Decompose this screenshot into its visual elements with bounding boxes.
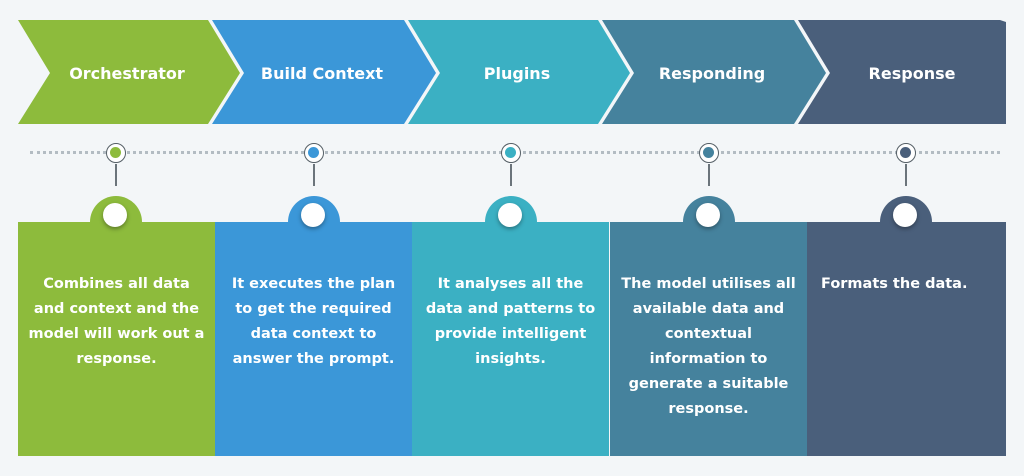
circle-knob-icon (103, 203, 127, 227)
card-tab-plugins (485, 196, 537, 227)
step-title-response: Response (868, 64, 956, 83)
step-card-responding: The model utilises all available data an… (610, 222, 807, 456)
timeline-marker-responding (699, 143, 719, 163)
process-arrows (18, 20, 1006, 124)
card-tab-orchestrator (90, 196, 142, 227)
arrow-responding (602, 20, 826, 124)
arrow-plugins (408, 20, 630, 124)
circle-knob-icon (696, 203, 720, 227)
arrow-orchestrator (18, 20, 240, 124)
step-description: Combines all data and context and the mo… (28, 276, 205, 367)
timeline-marker-build-context (304, 143, 324, 163)
arrow-response (798, 20, 1006, 124)
circle-knob-icon (301, 203, 325, 227)
step-description: The model utilises all available data an… (621, 276, 796, 417)
timeline-connector (708, 164, 710, 186)
step-title-orchestrator: Orchestrator (69, 64, 185, 83)
step-card-build-context: It executes the plan to get the required… (215, 222, 412, 456)
arrow-build-context (212, 20, 436, 124)
step-title-responding: Responding (658, 64, 766, 83)
timeline-marker-response (896, 143, 916, 163)
step-card-orchestrator: Combines all data and context and the mo… (18, 222, 215, 456)
circle-knob-icon (893, 203, 917, 227)
timeline-marker-plugins (501, 143, 521, 163)
timeline-connector (313, 164, 315, 186)
timeline-connector (115, 164, 117, 186)
step-description: It executes the plan to get the required… (231, 276, 396, 367)
card-tab-build-context (288, 196, 340, 227)
step-title-plugins: Plugins (483, 64, 551, 83)
timeline-connector (510, 164, 512, 186)
card-tab-responding (683, 196, 735, 227)
circle-knob-icon (498, 203, 522, 227)
timeline-connector (905, 164, 907, 186)
card-tab-response (880, 196, 932, 227)
step-card-response: Formats the data. (807, 222, 1006, 456)
step-description: Formats the data. (821, 276, 968, 292)
step-title-build-context: Build Context (260, 64, 384, 83)
step-card-plugins: It analyses all the data and patterns to… (412, 222, 609, 456)
step-description: It analyses all the data and patterns to… (425, 276, 596, 367)
timeline-marker-orchestrator (106, 143, 126, 163)
